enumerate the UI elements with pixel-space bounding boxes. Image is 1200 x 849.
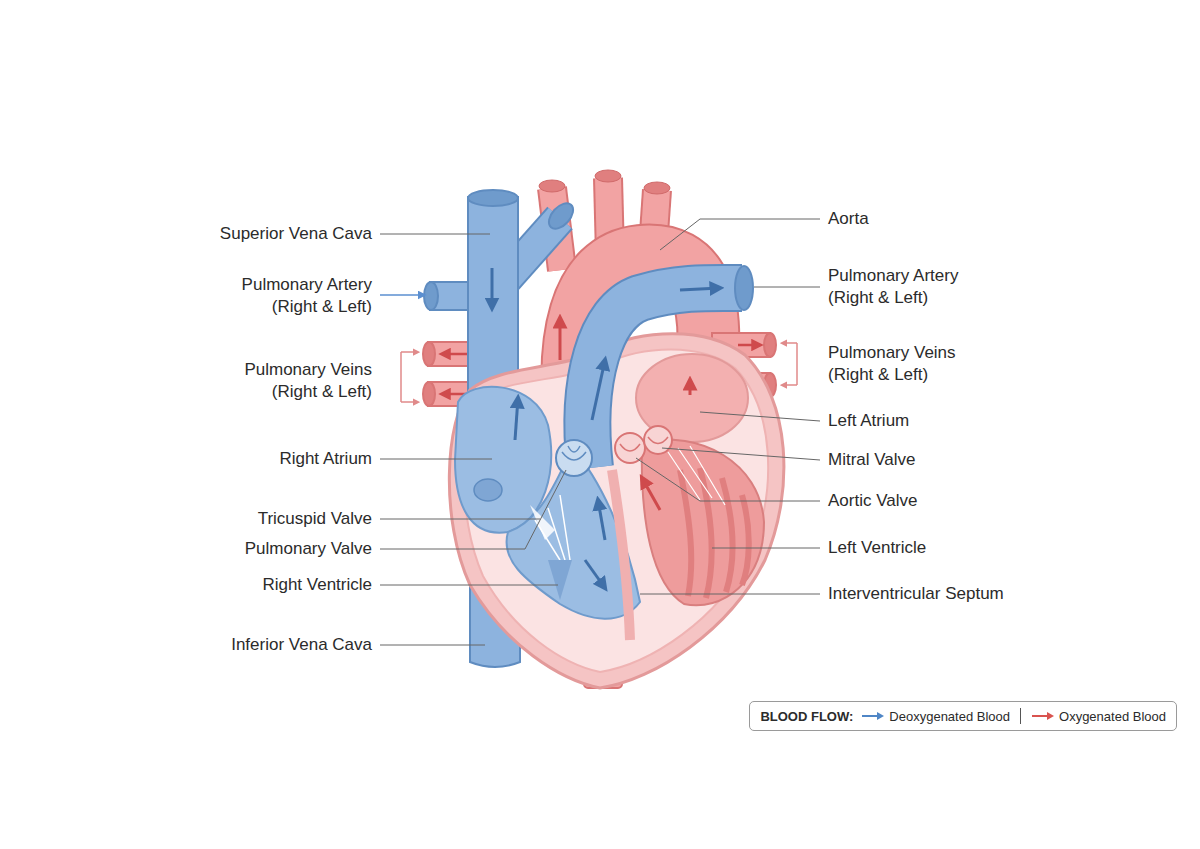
vein-brackets-part <box>400 352 402 402</box>
left-heart-part <box>689 380 692 395</box>
aortic-branches-part <box>644 182 670 194</box>
leader-lines-part <box>662 448 820 460</box>
right-ventricle-part <box>585 560 605 588</box>
superior-vena-cava-part <box>468 190 518 206</box>
part-label: Pulmonary Artery (Right & Left) <box>828 265 988 309</box>
legend-text: Deoxygenated Blood <box>889 709 1010 724</box>
legend-heading: BLOOD FLOW: <box>760 709 853 724</box>
part-label: Interventricular Septum <box>828 583 1004 605</box>
legend-entry: Deoxygenated Blood <box>861 709 1010 724</box>
legend-divider <box>1020 708 1021 724</box>
left-heart-part <box>642 440 764 606</box>
valves-part <box>530 505 555 540</box>
pulmonary-trunk-part <box>735 266 753 310</box>
leader-lines-part <box>640 594 820 595</box>
leader-lines-part <box>754 287 820 288</box>
vein-brackets <box>401 343 797 402</box>
leader-lines-part <box>380 645 485 646</box>
part-label: Pulmonary Veins (Right & Left) <box>212 359 372 403</box>
part-label: Aorta <box>828 208 869 230</box>
legend-entry: Oxygenated Blood <box>1031 709 1166 724</box>
part-label: Pulmonary Artery (Right & Left) <box>212 274 372 318</box>
pulmonary-trunk-part <box>587 288 742 468</box>
part-label: Left Atrium <box>828 410 909 432</box>
legend-box: BLOOD FLOW: Deoxygenated Blood Oxygenated … <box>749 701 1177 731</box>
pulmonary-trunk-part <box>587 288 742 468</box>
part-label: Left Ventricle <box>828 537 926 559</box>
vein-brackets-part <box>782 384 797 386</box>
aortic-branches-part <box>595 170 621 182</box>
part-label: Mitral Valve <box>828 449 916 471</box>
legend-arrow-head <box>1047 712 1054 720</box>
pulmonary-trunk <box>587 266 753 468</box>
leader-lines-part <box>712 548 820 549</box>
leader-lines-part <box>380 585 558 586</box>
vein-brackets-part <box>401 351 418 353</box>
left-heart-part <box>642 478 660 510</box>
right-atrium-part <box>515 398 518 440</box>
right-pulmonary-veins-part <box>764 333 776 357</box>
valves-part <box>648 437 668 444</box>
right-pulmonary-veins-part <box>738 344 760 347</box>
valves-part <box>562 446 586 460</box>
leader-lines-part <box>660 219 820 250</box>
legend-arrow <box>1031 710 1055 722</box>
part-label: Inferior Vena Cava <box>231 634 372 656</box>
left-pulmonary-vessels-part <box>424 282 438 310</box>
part-label: Tricuspid Valve <box>258 508 372 530</box>
septum-wall <box>612 470 630 640</box>
valves-part <box>620 444 640 451</box>
vein-brackets-part <box>401 401 418 403</box>
leader-lines <box>380 219 820 645</box>
part-label: Right Atrium <box>279 448 372 470</box>
leader-lines-part <box>700 412 820 421</box>
valves-part <box>556 440 592 476</box>
part-label: Superior Vena Cava <box>220 223 372 245</box>
leader-lines-part <box>380 519 540 520</box>
leader-lines-part <box>380 294 424 296</box>
heart-body-part <box>449 334 784 688</box>
left-pulmonary-vessels-part <box>423 342 435 366</box>
legend-arrow-head <box>877 712 884 720</box>
legend-arrow-line <box>1032 715 1049 717</box>
part-label: Pulmonary Valve <box>245 538 372 560</box>
vein-brackets-part <box>782 342 797 344</box>
part-label: Right Ventricle <box>262 574 372 596</box>
pulmonary-trunk-part <box>592 360 605 420</box>
left-heart <box>636 354 764 605</box>
leader-lines-part <box>380 459 492 460</box>
part-label: Pulmonary Veins (Right & Left) <box>828 342 988 386</box>
superior-vena-cava-part <box>491 268 494 308</box>
valves <box>530 426 672 540</box>
vein-brackets-part <box>796 343 798 385</box>
legend-arrow <box>861 710 885 722</box>
heart-body <box>449 334 784 688</box>
superior-vena-cava-part <box>544 199 577 233</box>
pulmonary-trunk-part <box>680 288 720 290</box>
valves-part <box>644 426 672 454</box>
part-label: Aortic Valve <box>828 490 917 512</box>
right-atrium-part <box>474 479 502 501</box>
leader-lines-part <box>636 458 820 501</box>
legend-text: Oxygenated Blood <box>1059 709 1166 724</box>
leader-lines-part <box>380 234 490 235</box>
right-ventricle-part <box>548 560 572 600</box>
leader-lines-part <box>380 470 566 549</box>
aortic-branches-part <box>539 180 565 192</box>
legend-arrow-line <box>862 715 879 717</box>
left-heart-part <box>668 446 725 505</box>
right-ventricle-part <box>598 500 605 540</box>
left-pulmonary-vessels-part <box>423 382 435 406</box>
aorta-flow-arrow <box>559 318 562 360</box>
left-pulmonary-vessels-part <box>442 353 468 356</box>
valves-part <box>615 433 645 463</box>
